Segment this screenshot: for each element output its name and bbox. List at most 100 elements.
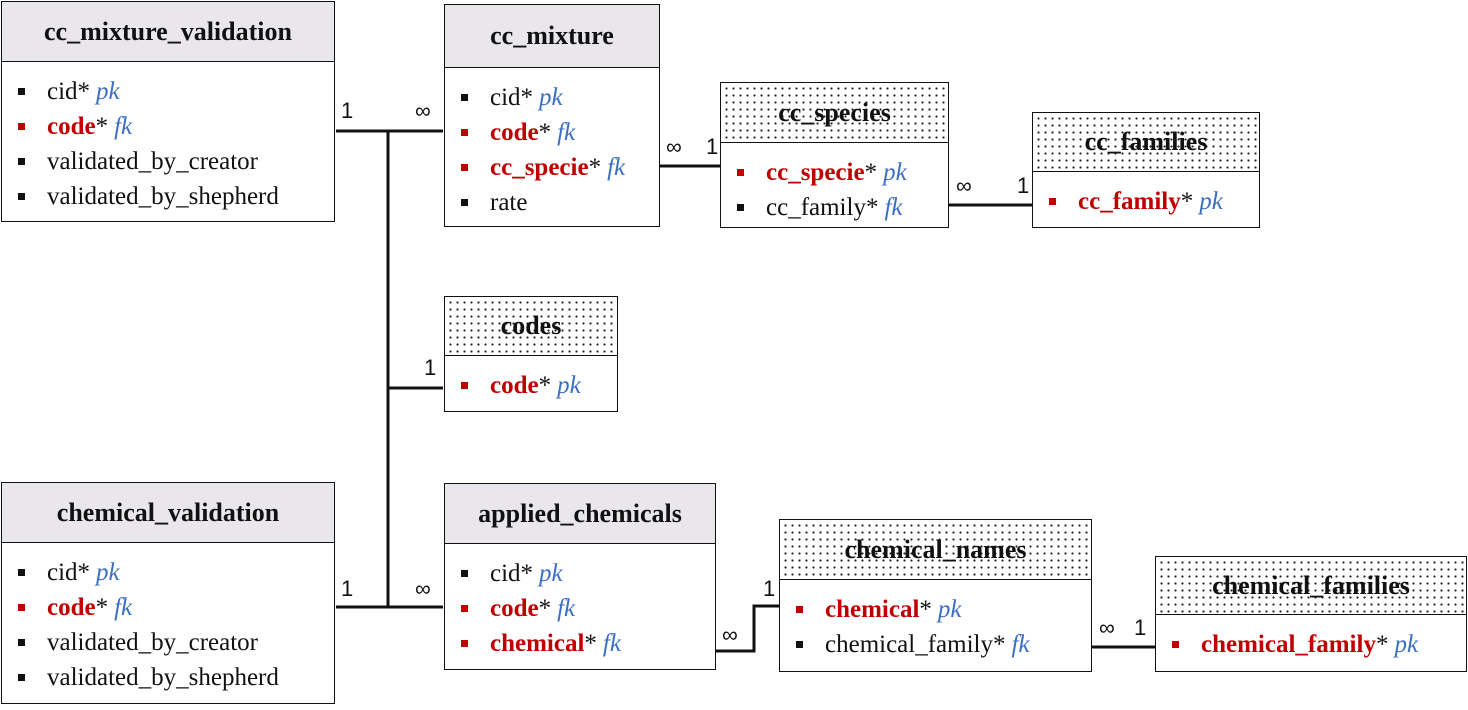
field-row[interactable]: validated_by_creator <box>18 625 334 660</box>
bullet-icon <box>18 193 25 200</box>
field-row[interactable]: cc_family*pk <box>1049 184 1259 219</box>
key-type-tag: pk <box>96 558 120 586</box>
bullet-icon <box>18 604 25 611</box>
required-marker: * <box>584 629 597 657</box>
required-marker: * <box>77 77 91 105</box>
field-name: cc_family <box>1078 187 1181 215</box>
required-marker: * <box>520 559 534 587</box>
key-type-tag: pk <box>883 158 907 186</box>
field-row[interactable]: rate <box>461 185 659 220</box>
bullet-icon <box>461 164 468 171</box>
field-row[interactable]: cc_specie*pk <box>737 155 948 190</box>
table-chemical-families[interactable]: chemical_families chemical_family*pk <box>1155 556 1467 672</box>
bullet-icon <box>461 382 468 389</box>
table-header: codes <box>445 297 617 356</box>
link-applied-to-names <box>716 604 779 653</box>
table-title: cc_mixture_validation <box>44 16 292 46</box>
key-type-tag: fk <box>1011 630 1030 658</box>
key-type-tag: pk <box>557 371 581 399</box>
key-type-tag: pk <box>937 595 962 623</box>
cardinality-one-label: 1 <box>1017 173 1030 198</box>
field-row[interactable]: code*fk <box>18 109 334 144</box>
bullet-icon <box>796 606 803 613</box>
bullet-icon <box>1172 641 1179 648</box>
field-row[interactable]: code*pk <box>461 368 617 403</box>
field-row[interactable]: code*fk <box>461 591 715 626</box>
field-row[interactable]: cc_specie*fk <box>461 150 659 185</box>
field-name: cc_specie <box>490 153 589 181</box>
field-name: validated_by_shepherd <box>47 182 279 210</box>
cardinality-one-label: 1 <box>706 134 719 159</box>
cardinality-one-label: 1 <box>763 576 776 601</box>
required-marker: * <box>865 193 879 221</box>
table-title: chemical_validation <box>56 497 280 527</box>
field-row[interactable]: chemical_family*pk <box>1172 627 1466 662</box>
table-title: applied_chemicals <box>478 498 682 528</box>
field-row[interactable]: cid*pk <box>18 555 334 590</box>
cardinality-many-label: ∞ <box>1099 615 1115 640</box>
field-name: code <box>490 594 539 622</box>
field-name: validated_by_shepherd <box>47 663 279 691</box>
bullet-icon <box>737 204 744 211</box>
field-row[interactable]: code*fk <box>18 590 334 625</box>
cardinality-many-label: ∞ <box>722 622 738 647</box>
key-type-tag: fk <box>602 629 621 657</box>
field-name: code <box>490 371 539 399</box>
field-name: validated_by_creator <box>47 628 259 656</box>
bullet-icon <box>18 569 25 576</box>
table-title: chemical_names <box>844 534 1027 564</box>
field-list: cc_family*pk <box>1033 172 1259 219</box>
field-name: cid <box>490 83 521 111</box>
bullet-icon <box>737 169 744 176</box>
field-row[interactable]: validated_by_shepherd <box>18 660 334 695</box>
key-type-tag: pk <box>539 83 563 111</box>
bullet-icon <box>18 88 25 95</box>
field-row[interactable]: chemical_family*fk <box>796 627 1091 662</box>
field-name: chemical_family <box>1201 630 1376 658</box>
table-title: chemical_families <box>1212 570 1410 600</box>
key-type-tag: fk <box>884 193 903 221</box>
required-marker: * <box>77 558 91 586</box>
field-row[interactable]: chemical*pk <box>796 592 1091 627</box>
cardinality-one-label: 1 <box>424 355 437 380</box>
field-row[interactable]: cid*pk <box>461 556 715 591</box>
field-row[interactable]: chemical*fk <box>461 626 715 661</box>
table-title: cc_families <box>1084 127 1208 156</box>
table-title: cc_species <box>778 97 891 127</box>
required-marker: * <box>864 158 878 186</box>
table-cc-families[interactable]: cc_families cc_family*pk <box>1032 112 1260 228</box>
field-name: validated_by_creator <box>47 147 259 175</box>
required-marker: * <box>95 112 109 140</box>
table-header: chemical_validation <box>2 483 334 543</box>
field-name: cid <box>490 559 521 587</box>
table-codes[interactable]: codes code*pk <box>444 296 618 412</box>
bullet-icon <box>461 605 468 612</box>
field-row[interactable]: code*fk <box>461 115 659 150</box>
required-marker: * <box>588 153 602 181</box>
bullet-icon <box>1049 198 1056 205</box>
required-marker: * <box>919 595 932 623</box>
bullet-icon <box>18 674 25 681</box>
table-header: applied_chemicals <box>445 484 715 544</box>
table-title: cc_mixture <box>490 21 614 50</box>
field-row[interactable]: validated_by_shepherd <box>18 179 334 214</box>
field-row[interactable]: cc_family*fk <box>737 190 948 225</box>
table-title: codes <box>500 311 562 340</box>
field-row[interactable]: validated_by_creator <box>18 144 334 179</box>
required-marker: * <box>95 593 109 621</box>
field-row[interactable]: cid*pk <box>18 74 334 109</box>
cardinality-one-label: 1 <box>341 98 354 123</box>
key-type-tag: fk <box>607 153 626 181</box>
required-marker: * <box>1375 630 1389 658</box>
field-row[interactable]: cid*pk <box>461 80 659 115</box>
key-type-tag: fk <box>557 118 576 146</box>
